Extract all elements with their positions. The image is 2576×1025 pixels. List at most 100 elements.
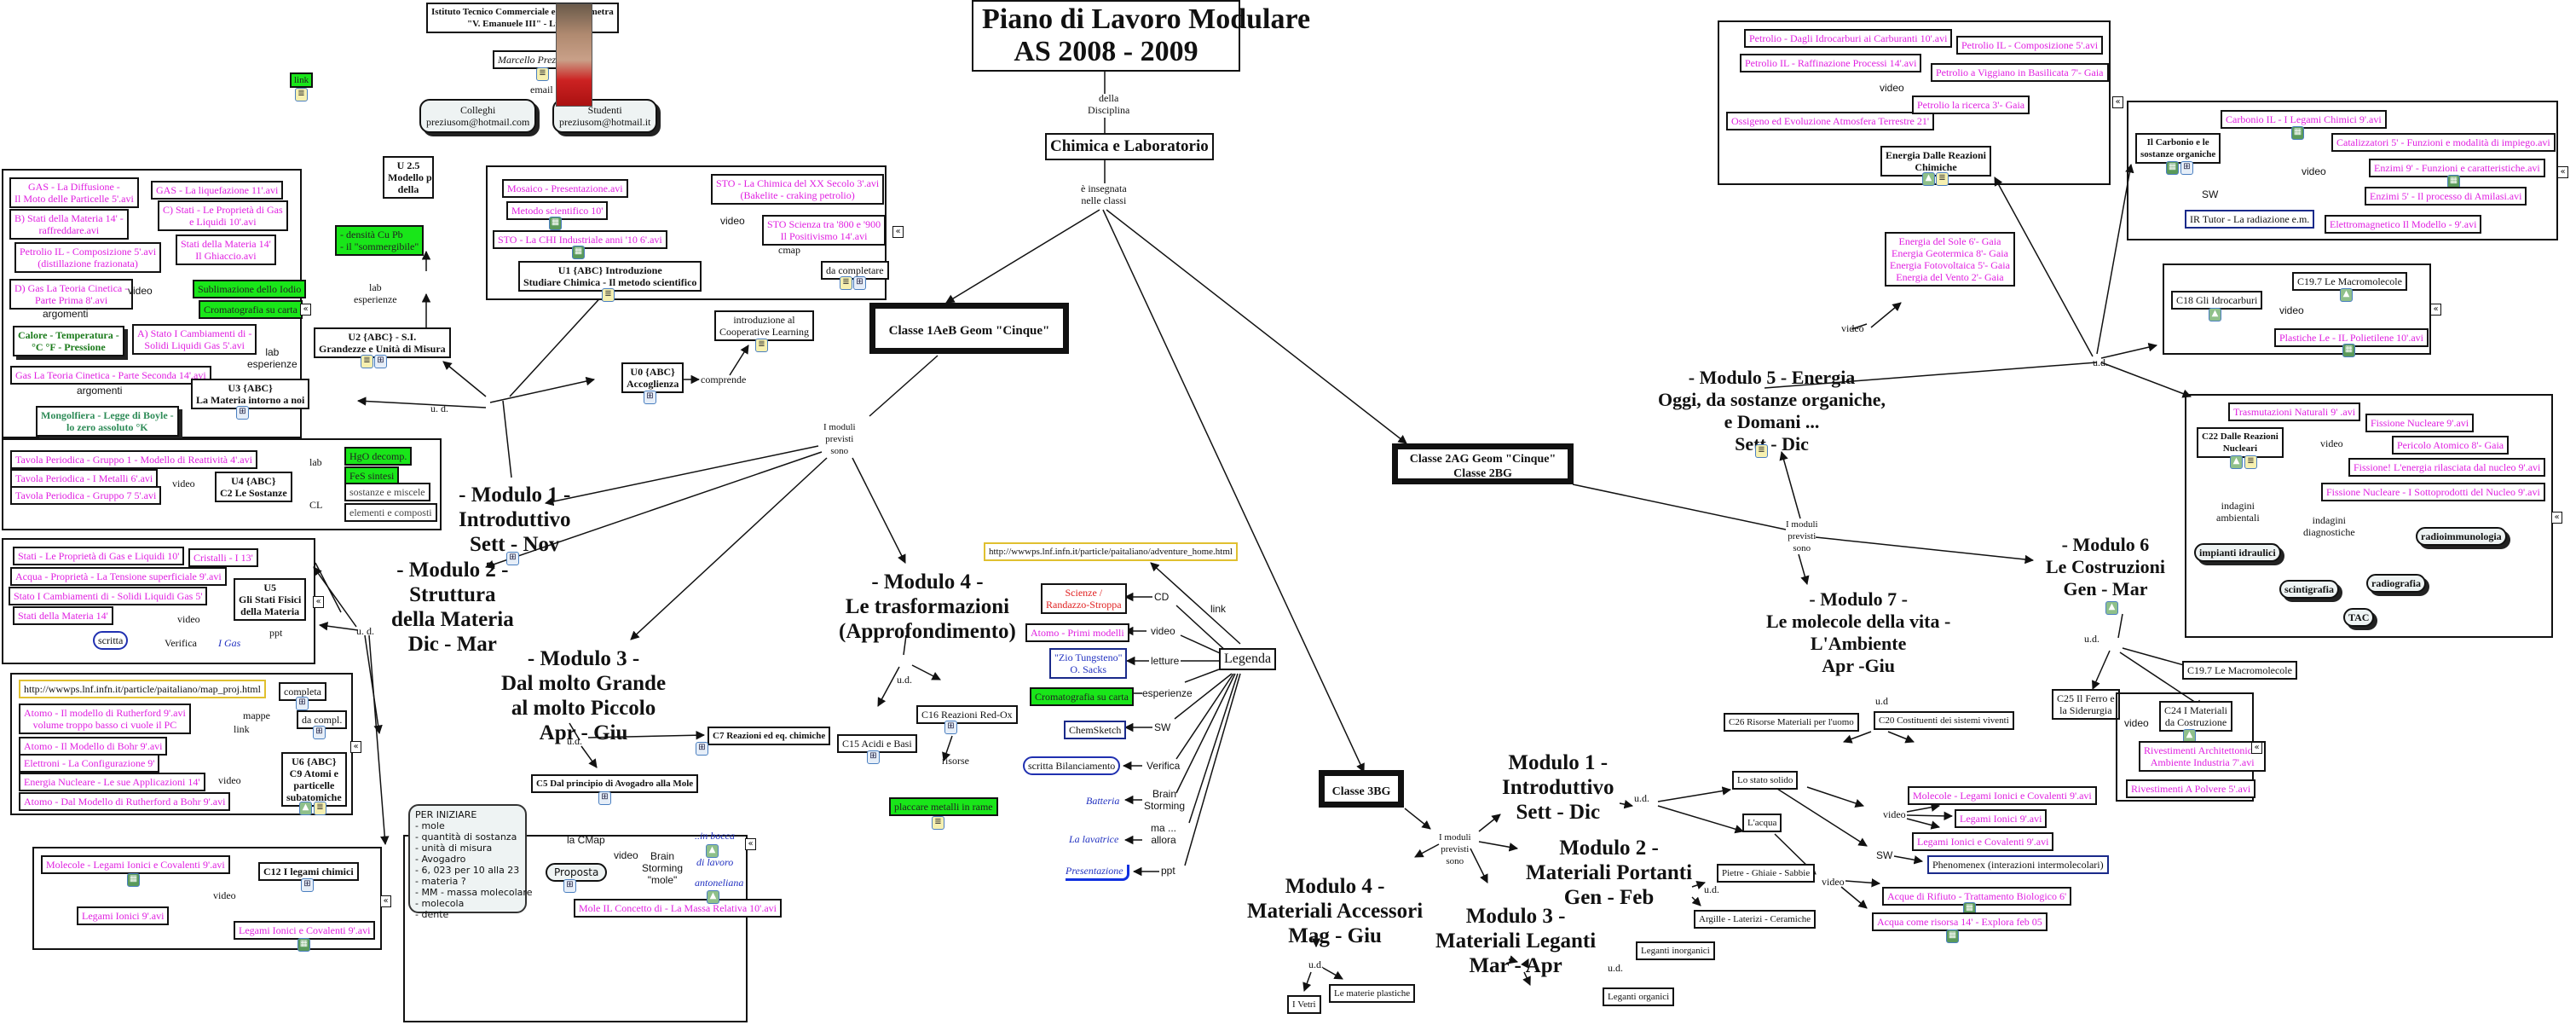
- link-in-bocca[interactable]: ..in bocca: [695, 830, 735, 842]
- video-node[interactable]: Enzimi 9' - Funzioni e caratteristiche.a…: [2369, 159, 2545, 177]
- c18-unit[interactable]: C18 Gli Idrocarburi: [2171, 291, 2263, 310]
- stato-solido-node[interactable]: Lo stato solido: [1732, 771, 1799, 790]
- placcare-node[interactable]: placcare metalli in rame: [889, 797, 998, 816]
- video-node[interactable]: Tavola Periodica - Gruppo 1 - Modello di…: [10, 450, 257, 469]
- link-badge[interactable]: link: [290, 72, 314, 88]
- radioimmunologia-node[interactable]: radioimmunologia: [2416, 527, 2507, 546]
- video-node[interactable]: Atomo - Il Modello di Bohr 9'.avi: [19, 737, 168, 756]
- video-node[interactable]: Catalizzatori 5' - Funzioni e modalità d…: [2331, 133, 2556, 152]
- film-icon[interactable]: ▦: [2166, 161, 2179, 175]
- video-node[interactable]: Elettroni - La Configurazione 9': [19, 754, 160, 773]
- collapse-icon[interactable]: «: [2251, 742, 2262, 754]
- bg-module-3-title[interactable]: Modulo 3 - Materiali Leganti Mar - Apr: [1435, 905, 1597, 977]
- cmap-icon[interactable]: ⊞: [236, 406, 249, 420]
- video-node[interactable]: GAS - La Diffusione - Il Moto delle Part…: [9, 177, 139, 208]
- video-node[interactable]: Atomo - Dal Modello di Rutherford a Bohr…: [19, 792, 231, 811]
- image-icon[interactable]: ▲: [706, 844, 719, 858]
- legend-video-target[interactable]: Atomo - Primi modelli: [1025, 623, 1129, 642]
- radiografia-node[interactable]: radiografia: [2366, 574, 2426, 593]
- film-icon[interactable]: ▦: [1946, 929, 1959, 943]
- class-1-node[interactable]: Classe 1AeB Geom "Cinque": [869, 303, 1069, 354]
- video-node[interactable]: Fissione! L'energia rilasciata dal nucle…: [2348, 458, 2546, 477]
- vetri-node[interactable]: I Vetri: [1287, 995, 1321, 1014]
- ir-tutor-node[interactable]: IR Tutor - La radiazione e.m.: [2185, 210, 2315, 229]
- video-node[interactable]: Stati della Materia 14': [13, 606, 113, 625]
- module-6-title[interactable]: - Modulo 6 Le Costruzioni Gen - Mar: [2046, 534, 2165, 599]
- module-7-title[interactable]: - Modulo 7 - Le molecole della vita - L'…: [1766, 588, 1951, 676]
- scintigrafia-node[interactable]: scintigrafia: [2279, 580, 2339, 599]
- video-node[interactable]: Trasmutazioni Naturali 9' .avi: [2228, 402, 2361, 421]
- video-node[interactable]: Plastiche Le - IL Polietilene 10'.avi: [2274, 328, 2429, 347]
- link-url-node[interactable]: http://wwwps.lnf.infn.it/particle/paital…: [19, 680, 266, 698]
- video-node[interactable]: Molecole - Legami Ionici e Covalenti 9'.…: [41, 855, 230, 874]
- discipline-node[interactable]: Chimica e Laboratorio: [1045, 133, 1214, 160]
- c5-unit[interactable]: C5 Dal principio di Avogadro alla Mole: [531, 774, 699, 793]
- u0-unit[interactable]: U0 {ABC} Accoglienza: [621, 362, 684, 393]
- lab-node[interactable]: HgO decomp.: [344, 447, 413, 466]
- u3-unit[interactable]: U3 {ABC} La Materia intorno a noi: [191, 379, 310, 409]
- c12-unit[interactable]: C12 I legami chimici: [258, 862, 359, 881]
- legend-esperienze-target[interactable]: Cromatografia su carta: [1030, 687, 1134, 706]
- legend-cd-target[interactable]: Scienze / Randazzo-Stroppa: [1041, 583, 1127, 614]
- u25-unit[interactable]: U 2.5 Modello p della: [383, 156, 434, 199]
- collapse-icon[interactable]: «: [350, 741, 361, 753]
- collapse-icon[interactable]: «: [300, 304, 311, 316]
- phenomenex-node[interactable]: Phenomenex (interazioni intermolecolari): [1927, 855, 2109, 874]
- image-icon[interactable]: ▲: [707, 890, 719, 904]
- video-node[interactable]: Atomo - Il modello di Rutherford 9'.avi …: [19, 704, 191, 734]
- module-5-title[interactable]: - Modulo 5 - Energia Oggi, da sostanze o…: [1658, 367, 1886, 455]
- collapse-icon[interactable]: «: [2112, 96, 2123, 108]
- collapse-icon[interactable]: «: [2430, 304, 2441, 316]
- legenda-url[interactable]: http://wwwps.lnf.infn.it/particle/paital…: [984, 542, 1238, 561]
- cmap-icon[interactable]: ⊞: [374, 355, 387, 368]
- video-node[interactable]: Tavola Periodica - I Metalli 6'.avi: [10, 469, 159, 488]
- video-node[interactable]: Rivestimenti Architettonici - Ambiente I…: [2139, 741, 2267, 772]
- cmap-icon[interactable]: ⊞: [301, 878, 314, 892]
- lab-node[interactable]: Sublimazione dello Iodio: [193, 280, 307, 298]
- cmap-icon[interactable]: ⊞: [2180, 161, 2193, 175]
- video-node[interactable]: Elettromagnetico Il Modello - 9'.avi: [2325, 215, 2482, 234]
- da-compl-node[interactable]: da compl.: [297, 710, 348, 729]
- video-node[interactable]: A) Stato I Cambiamenti di - Solidi Liqui…: [132, 324, 257, 355]
- video-node[interactable]: Acqua come risorsa 14' - Explora feb 05: [1872, 912, 2048, 931]
- video-node[interactable]: Acqua - Proprietà - La Tensione superfic…: [10, 567, 227, 586]
- topic-node[interactable]: Calore - Temperatura - °C °F - Pressione: [13, 326, 124, 356]
- film-icon[interactable]: ▦: [297, 938, 310, 952]
- proposta-node[interactable]: Proposta: [546, 863, 608, 882]
- video-node[interactable]: Petrolio IL - Raffinazione Processi 14'.…: [1740, 54, 1922, 72]
- image-icon[interactable]: ▲: [2230, 455, 2243, 469]
- cl-node[interactable]: elementi e composti: [344, 503, 437, 522]
- video-node[interactable]: Stati - Le Proprietà di Gas e Liquidi 10…: [13, 547, 185, 565]
- u5-unit[interactable]: U5 Gli Stati Fisici della Materia: [234, 578, 307, 621]
- document-icon[interactable]: ≣: [1936, 172, 1949, 186]
- energia-unit[interactable]: Energia Dalle Reazioni Chimiche: [1880, 146, 1991, 177]
- video-node[interactable]: Petrolio la ricerca 3'- Gaia: [1912, 96, 2030, 114]
- collapse-icon[interactable]: «: [2551, 512, 2562, 524]
- film-icon[interactable]: ▦: [2342, 344, 2355, 357]
- document-icon[interactable]: ≣: [602, 288, 615, 302]
- da-completare-node[interactable]: da completare: [821, 261, 889, 280]
- image-icon[interactable]: ▲: [2209, 308, 2221, 321]
- cmap-icon[interactable]: ⊞: [506, 552, 519, 565]
- leganti-inorganici-node[interactable]: Leganti inorganici: [1636, 941, 1715, 960]
- video-node[interactable]: Tavola Periodica - Gruppo 7 5'.avi: [10, 486, 162, 505]
- module-3-title[interactable]: - Modulo 3 - Dal molto Grande al molto P…: [501, 647, 667, 744]
- video-node[interactable]: Legami Ionici e Covalenti 9'.avi: [234, 921, 376, 940]
- cmap-icon[interactable]: ⊞: [696, 742, 708, 756]
- cmap-icon[interactable]: ⊞: [867, 750, 880, 764]
- video-node[interactable]: Stati della Materia 14' Il Ghiaccio.avi: [176, 235, 276, 265]
- video-node[interactable]: Gas La Teoria Cinetica - Parte Seconda 1…: [10, 366, 211, 385]
- video-node[interactable]: STO Scienza tra '800 e '900 Il Positivis…: [762, 215, 887, 246]
- video-node[interactable]: Carbonio IL - I Legami Chimici 9'.avi: [2221, 110, 2387, 129]
- module-4-title[interactable]: - Modulo 4 - Le trasformazioni (Approfon…: [839, 570, 1016, 643]
- legend-ma-allora-target[interactable]: La lavatrice: [1069, 833, 1119, 845]
- acqua-node[interactable]: L'acqua: [1742, 814, 1782, 832]
- video-node[interactable]: Mosaico - Presentazione.avi: [502, 179, 628, 198]
- gaia-videos-node[interactable]: Energia del Sole 6'- Gaia Energia Geoter…: [1885, 232, 2015, 287]
- lab-node[interactable]: Cromatografia su carta: [199, 300, 303, 319]
- c24-unit[interactable]: C24 I Materiali da Costruzione: [2159, 701, 2232, 732]
- image-icon[interactable]: ▲: [1922, 172, 1935, 186]
- legend-sw-target[interactable]: ChemSketch: [1064, 721, 1127, 739]
- video-node[interactable]: Petrolio IL - Composizione 5'.avi (disti…: [14, 242, 162, 273]
- legend-brainstorming-target[interactable]: Batteria: [1086, 795, 1120, 807]
